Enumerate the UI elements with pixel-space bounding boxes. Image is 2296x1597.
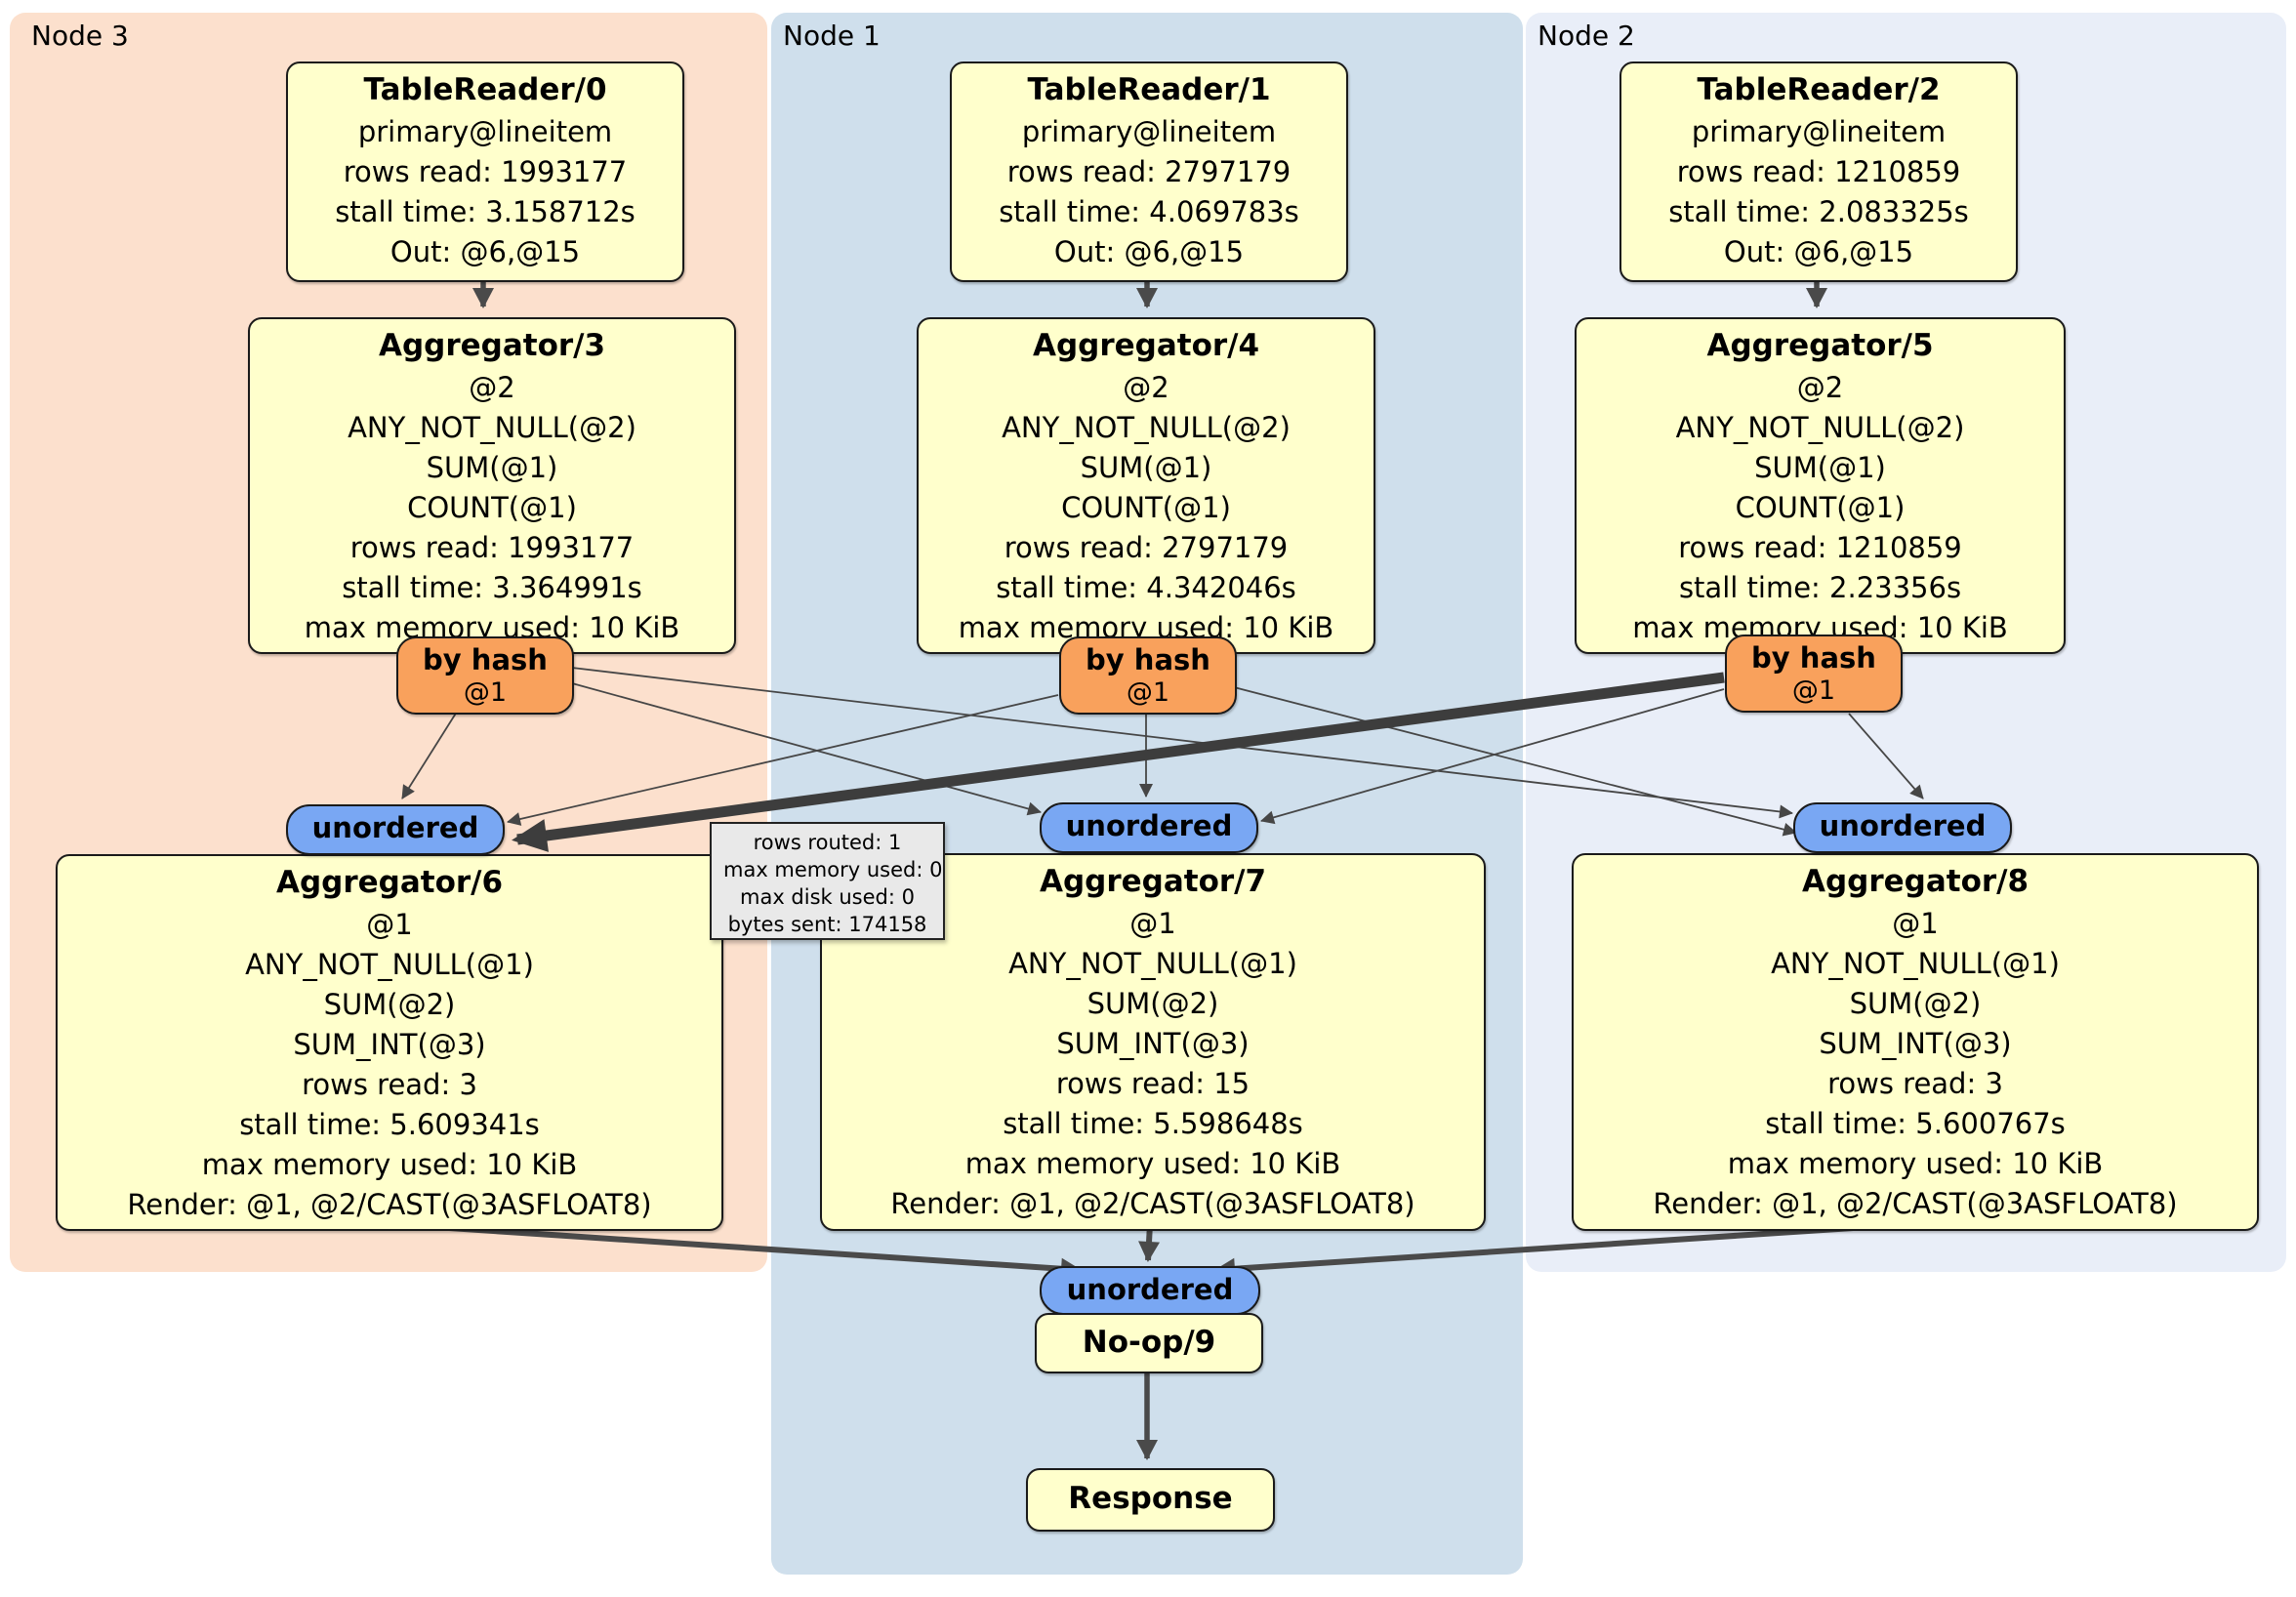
operator-title: Response bbox=[1068, 1481, 1233, 1516]
router-title: by hash bbox=[1751, 641, 1876, 675]
operator-title: Aggregator/5 bbox=[1706, 328, 1934, 363]
sync-unordered-node1[interactable]: unordered bbox=[1040, 802, 1258, 853]
operator-title: Aggregator/6 bbox=[275, 865, 504, 900]
operator-title: Aggregator/3 bbox=[378, 328, 606, 363]
operator-title: TableReader/1 bbox=[1027, 72, 1271, 107]
edge-agg8-unordered-final[interactable] bbox=[1214, 1221, 1912, 1280]
router-byhash-node1[interactable]: by hash @1 bbox=[1059, 636, 1237, 715]
region-label-node2: Node 2 bbox=[1538, 20, 1635, 52]
edge-byhash2-unordered1[interactable] bbox=[1260, 688, 1725, 825]
region-label-node3: Node 3 bbox=[31, 20, 129, 52]
operator-title: Aggregator/7 bbox=[1039, 864, 1267, 899]
operator-title: TableReader/0 bbox=[363, 72, 607, 107]
edge-byhash3-unordered2[interactable] bbox=[571, 667, 1793, 819]
router-key: @1 bbox=[463, 677, 508, 708]
edge-byhash1-unordered2[interactable] bbox=[1233, 686, 1797, 837]
edge-agg6-unordered-final[interactable] bbox=[390, 1221, 1082, 1280]
edge-byhash2-unordered3-highlighted[interactable] bbox=[512, 672, 1725, 852]
router-title: by hash bbox=[423, 643, 548, 676]
region-label-node1: Node 1 bbox=[783, 20, 881, 52]
edge-byhash1-unordered3[interactable] bbox=[507, 694, 1059, 826]
operator-title: Aggregator/4 bbox=[1032, 328, 1260, 363]
edge-byhash2-unordered2[interactable] bbox=[1848, 713, 1924, 799]
operator-response[interactable]: Response bbox=[1026, 1468, 1275, 1532]
operator-title: No-op/9 bbox=[1082, 1325, 1216, 1360]
operator-title: TableReader/2 bbox=[1697, 72, 1941, 107]
router-byhash-node2[interactable]: by hash @1 bbox=[1725, 635, 1903, 713]
operator-title: Aggregator/8 bbox=[1801, 864, 2030, 899]
router-key: @1 bbox=[1126, 677, 1170, 708]
sync-unordered-final[interactable]: unordered bbox=[1040, 1266, 1260, 1315]
operator-noop9[interactable]: No-op/9 bbox=[1035, 1313, 1263, 1373]
sync-unordered-node2[interactable]: unordered bbox=[1793, 802, 2012, 853]
edge-byhash3-unordered3[interactable] bbox=[401, 711, 458, 799]
router-title: by hash bbox=[1086, 643, 1210, 676]
router-byhash-node3[interactable]: by hash @1 bbox=[396, 636, 574, 715]
router-key: @1 bbox=[1791, 676, 1836, 706]
sync-unordered-node3[interactable]: unordered bbox=[286, 804, 505, 855]
edge-byhash3-unordered1[interactable] bbox=[571, 682, 1042, 816]
